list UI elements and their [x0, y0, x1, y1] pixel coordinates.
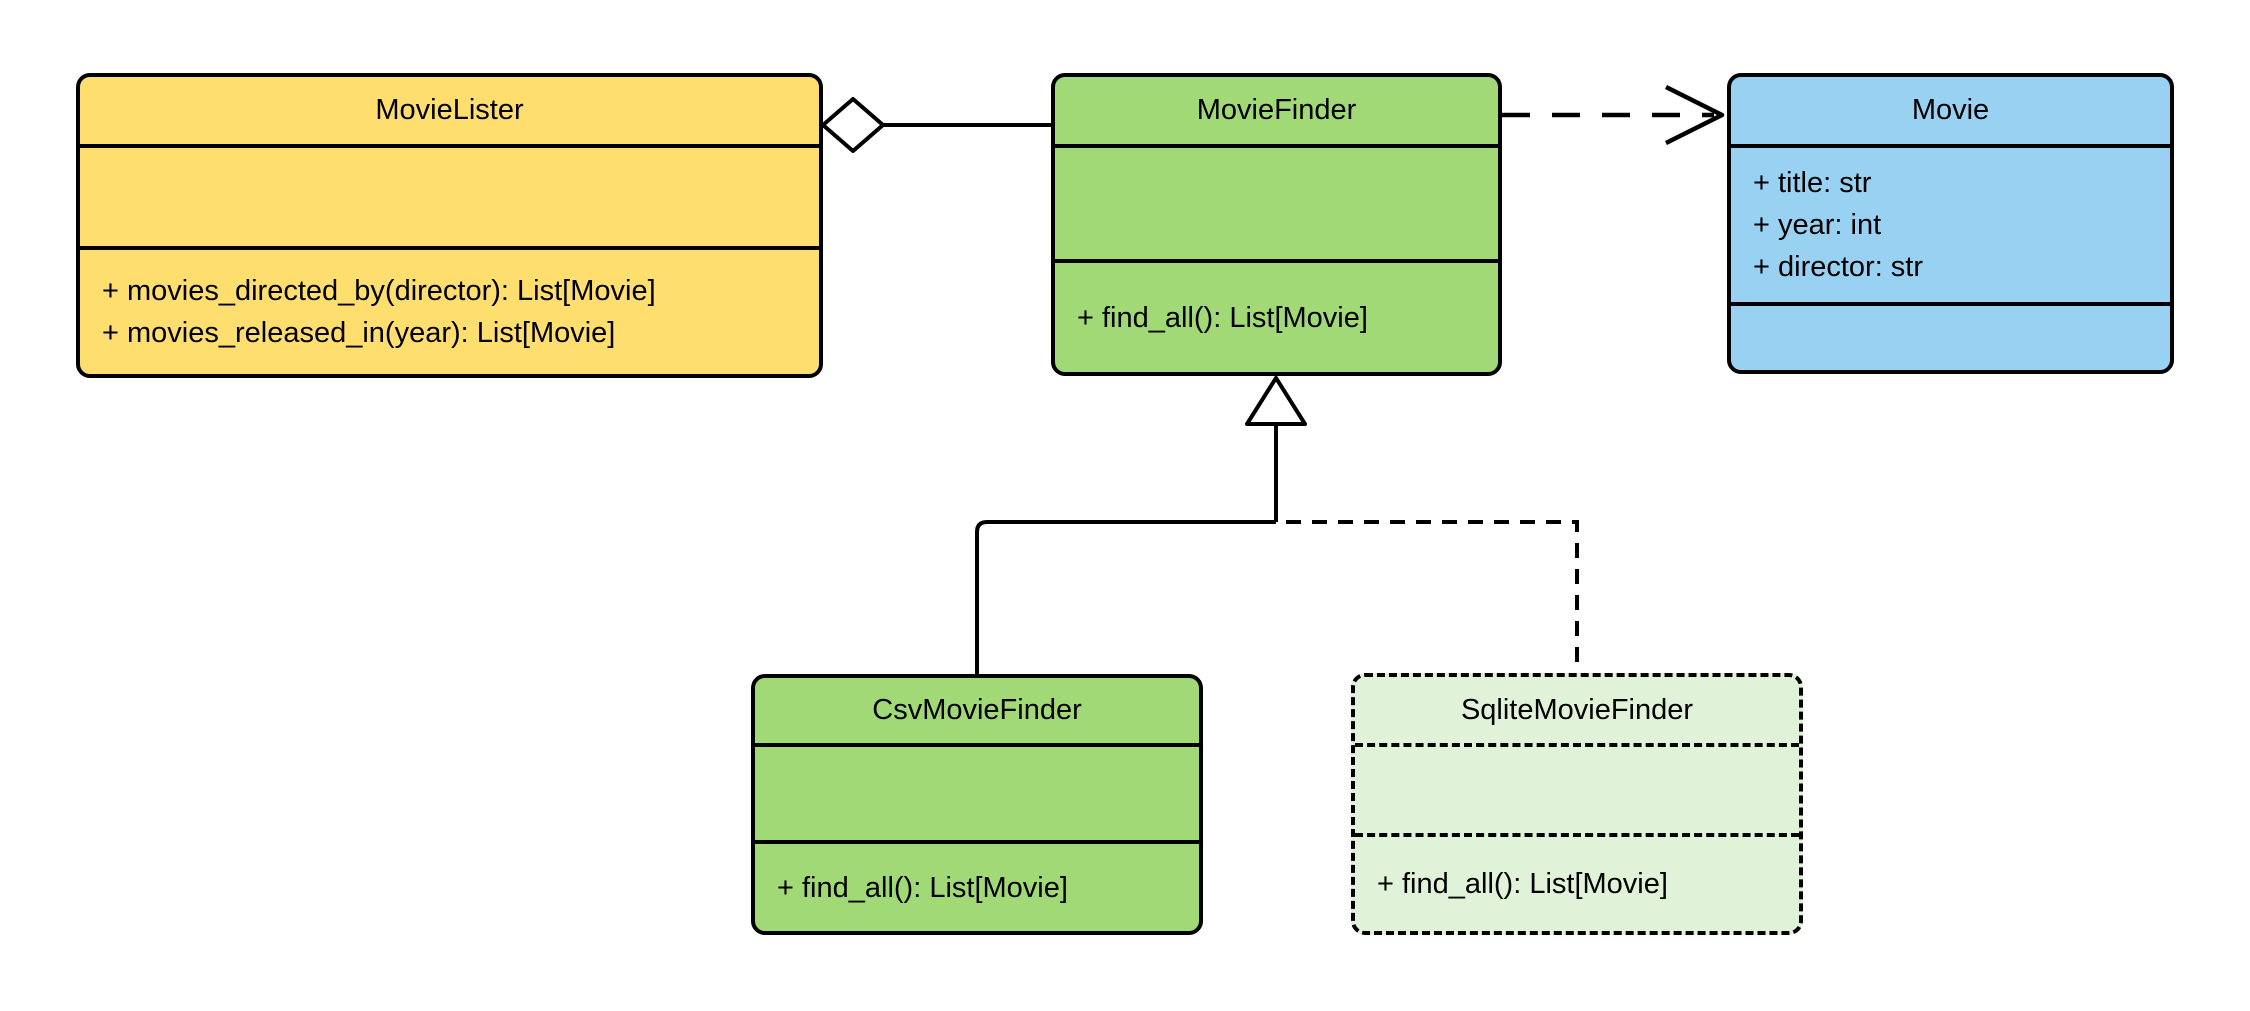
- class-sqlitemoviefinder: SqliteMovieFinder + find_all(): List[Mov…: [1351, 673, 1803, 935]
- class-moviefinder-attributes-compartment: [1055, 144, 1498, 259]
- method-item: + movies_directed_by(director): List[Mov…: [102, 275, 656, 307]
- inheritance-dashed-line-sqlitemoviefinder: [1286, 520, 1579, 673]
- dependency-edge-moviefinder-movie: [1502, 84, 1725, 146]
- class-csvmoviefinder-attributes-compartment: [755, 743, 1199, 840]
- class-csvmoviefinder-title: CsvMovieFinder: [872, 694, 1082, 726]
- class-sqlitemoviefinder-title: SqliteMovieFinder: [1460, 693, 1694, 726]
- attribute-item: + title: str: [1753, 167, 1872, 199]
- class-sqlitemoviefinder-methods-compartment: + find_all(): List[Movie]: [1355, 833, 1799, 931]
- class-movielister-title: MovieLister: [375, 94, 524, 126]
- class-moviefinder-title: MovieFinder: [1196, 94, 1357, 126]
- inheritance-edges-moviefinder-children: [975, 376, 1579, 674]
- class-movie-methods-compartment: [1731, 302, 2170, 370]
- method-item: + find_all(): List[Movie]: [1077, 301, 1368, 334]
- inheritance-triangle-icon: [1245, 376, 1307, 426]
- class-moviefinder-methods-compartment: + find_all(): List[Movie]: [1055, 259, 1498, 372]
- class-sqlitemoviefinder-attributes-compartment: [1355, 743, 1799, 833]
- method-item: + find_all(): List[Movie]: [1377, 868, 1668, 900]
- class-movielister: MovieLister + movies_directed_by(directo…: [76, 73, 823, 378]
- aggregation-edge-movielister-moviefinder: [821, 97, 1051, 153]
- class-movie: Movie + title: str + year: int + directo…: [1727, 73, 2174, 374]
- dependency-open-arrowhead-icon: [1664, 84, 1725, 146]
- class-moviefinder: MovieFinder + find_all(): List[Movie]: [1051, 73, 1502, 376]
- attribute-item: + year: int: [1753, 209, 1882, 241]
- attribute-item: + director: str: [1753, 251, 1924, 283]
- class-movielister-attributes-compartment: [80, 144, 819, 246]
- class-movielister-methods-compartment: + movies_directed_by(director): List[Mov…: [80, 246, 819, 374]
- method-item: + movies_released_in(year): List[Movie]: [102, 317, 616, 349]
- class-csvmoviefinder-methods-compartment: + find_all(): List[Movie]: [755, 840, 1199, 931]
- inheritance-line-csvmoviefinder: [975, 520, 1276, 674]
- method-item: + find_all(): List[Movie]: [777, 871, 1068, 904]
- aggregation-diamond-icon: [821, 97, 885, 153]
- class-movie-title: Movie: [1911, 94, 1990, 126]
- class-movie-attributes-compartment: + title: str + year: int + director: str: [1731, 144, 2170, 302]
- class-csvmoviefinder: CsvMovieFinder + find_all(): List[Movie]: [751, 674, 1203, 935]
